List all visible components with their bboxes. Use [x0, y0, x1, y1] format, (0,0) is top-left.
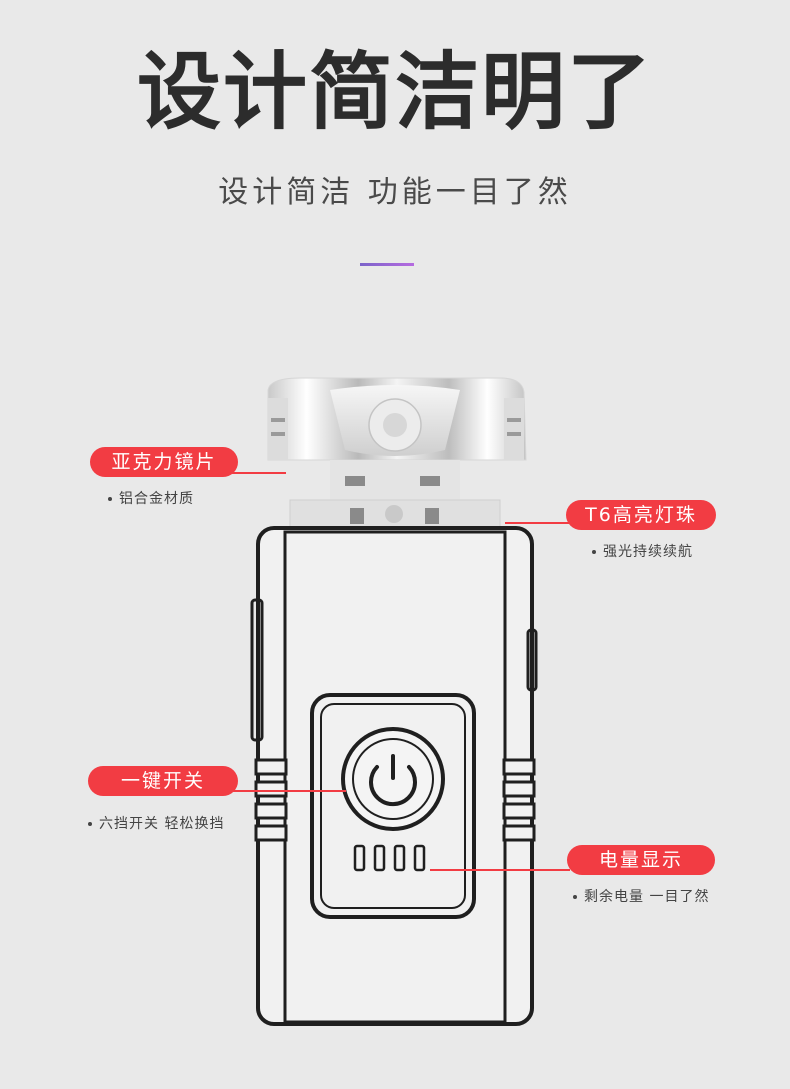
battery-level-indicator: [353, 844, 426, 872]
callout-switch-label: 一键开关: [88, 766, 238, 796]
battery-led-1: [353, 844, 366, 872]
bullet-dot: [88, 822, 92, 826]
callout-battery-leader: [430, 869, 570, 871]
bullet-dot: [108, 497, 112, 501]
callout-lens-note: 铝合金材质: [108, 488, 194, 508]
callout-bead-leader: [505, 522, 569, 524]
callout-switch-note: 六挡开关 轻松换挡: [88, 813, 224, 833]
bullet-dot: [592, 550, 596, 554]
headline: 设计简洁明了: [136, 43, 653, 141]
power-button[interactable]: [341, 727, 445, 831]
battery-led-3: [393, 844, 406, 872]
callout-bead-label: T6高亮灯珠: [566, 500, 716, 530]
callout-battery-note: 剩余电量 一目了然: [573, 886, 709, 906]
callout-lens-label: 亚克力镜片: [90, 447, 238, 477]
callout-bead-note: 强光持续续航: [592, 541, 693, 561]
power-icon: [369, 754, 417, 807]
callout-switch-leader: [232, 790, 346, 792]
battery-led-4: [413, 844, 426, 872]
lens-assembly: [267, 377, 527, 529]
subline: 设计简洁 功能一目了然: [218, 175, 572, 210]
bullet-dot: [573, 895, 577, 899]
callout-lens-leader: [230, 472, 286, 474]
callout-battery-label: 电量显示: [567, 845, 715, 875]
battery-led-2: [373, 844, 386, 872]
gradient-divider: [360, 263, 414, 266]
